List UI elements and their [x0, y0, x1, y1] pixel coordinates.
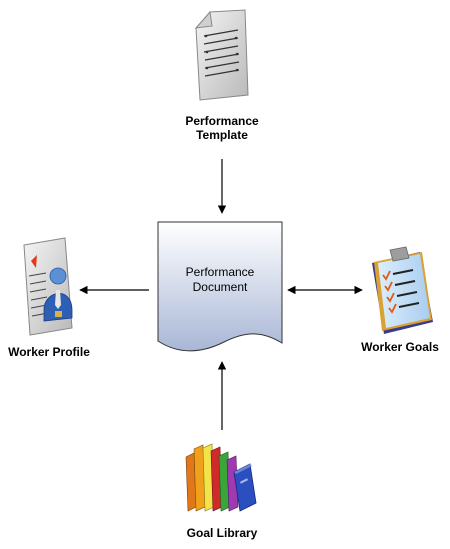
template-label: Performance Template [160, 114, 284, 142]
document-page-icon [194, 9, 249, 101]
document-label: Performance Document [160, 265, 280, 295]
template-label-line2: Template [196, 128, 248, 142]
document-label-line2: Document [192, 280, 248, 294]
worker-goals-label: Worker Goals [361, 340, 439, 354]
worker-profile-label: Worker Profile [8, 345, 90, 359]
document-label-line1: Performance [185, 265, 255, 279]
goal-library-label: Goal Library [186, 526, 258, 540]
clipboard-checklist-icon [372, 246, 433, 334]
wavy-document-shape [157, 221, 283, 352]
books-icon [185, 443, 257, 512]
worker-profile-card-icon [23, 237, 73, 336]
template-label-line1: Performance [185, 114, 259, 128]
